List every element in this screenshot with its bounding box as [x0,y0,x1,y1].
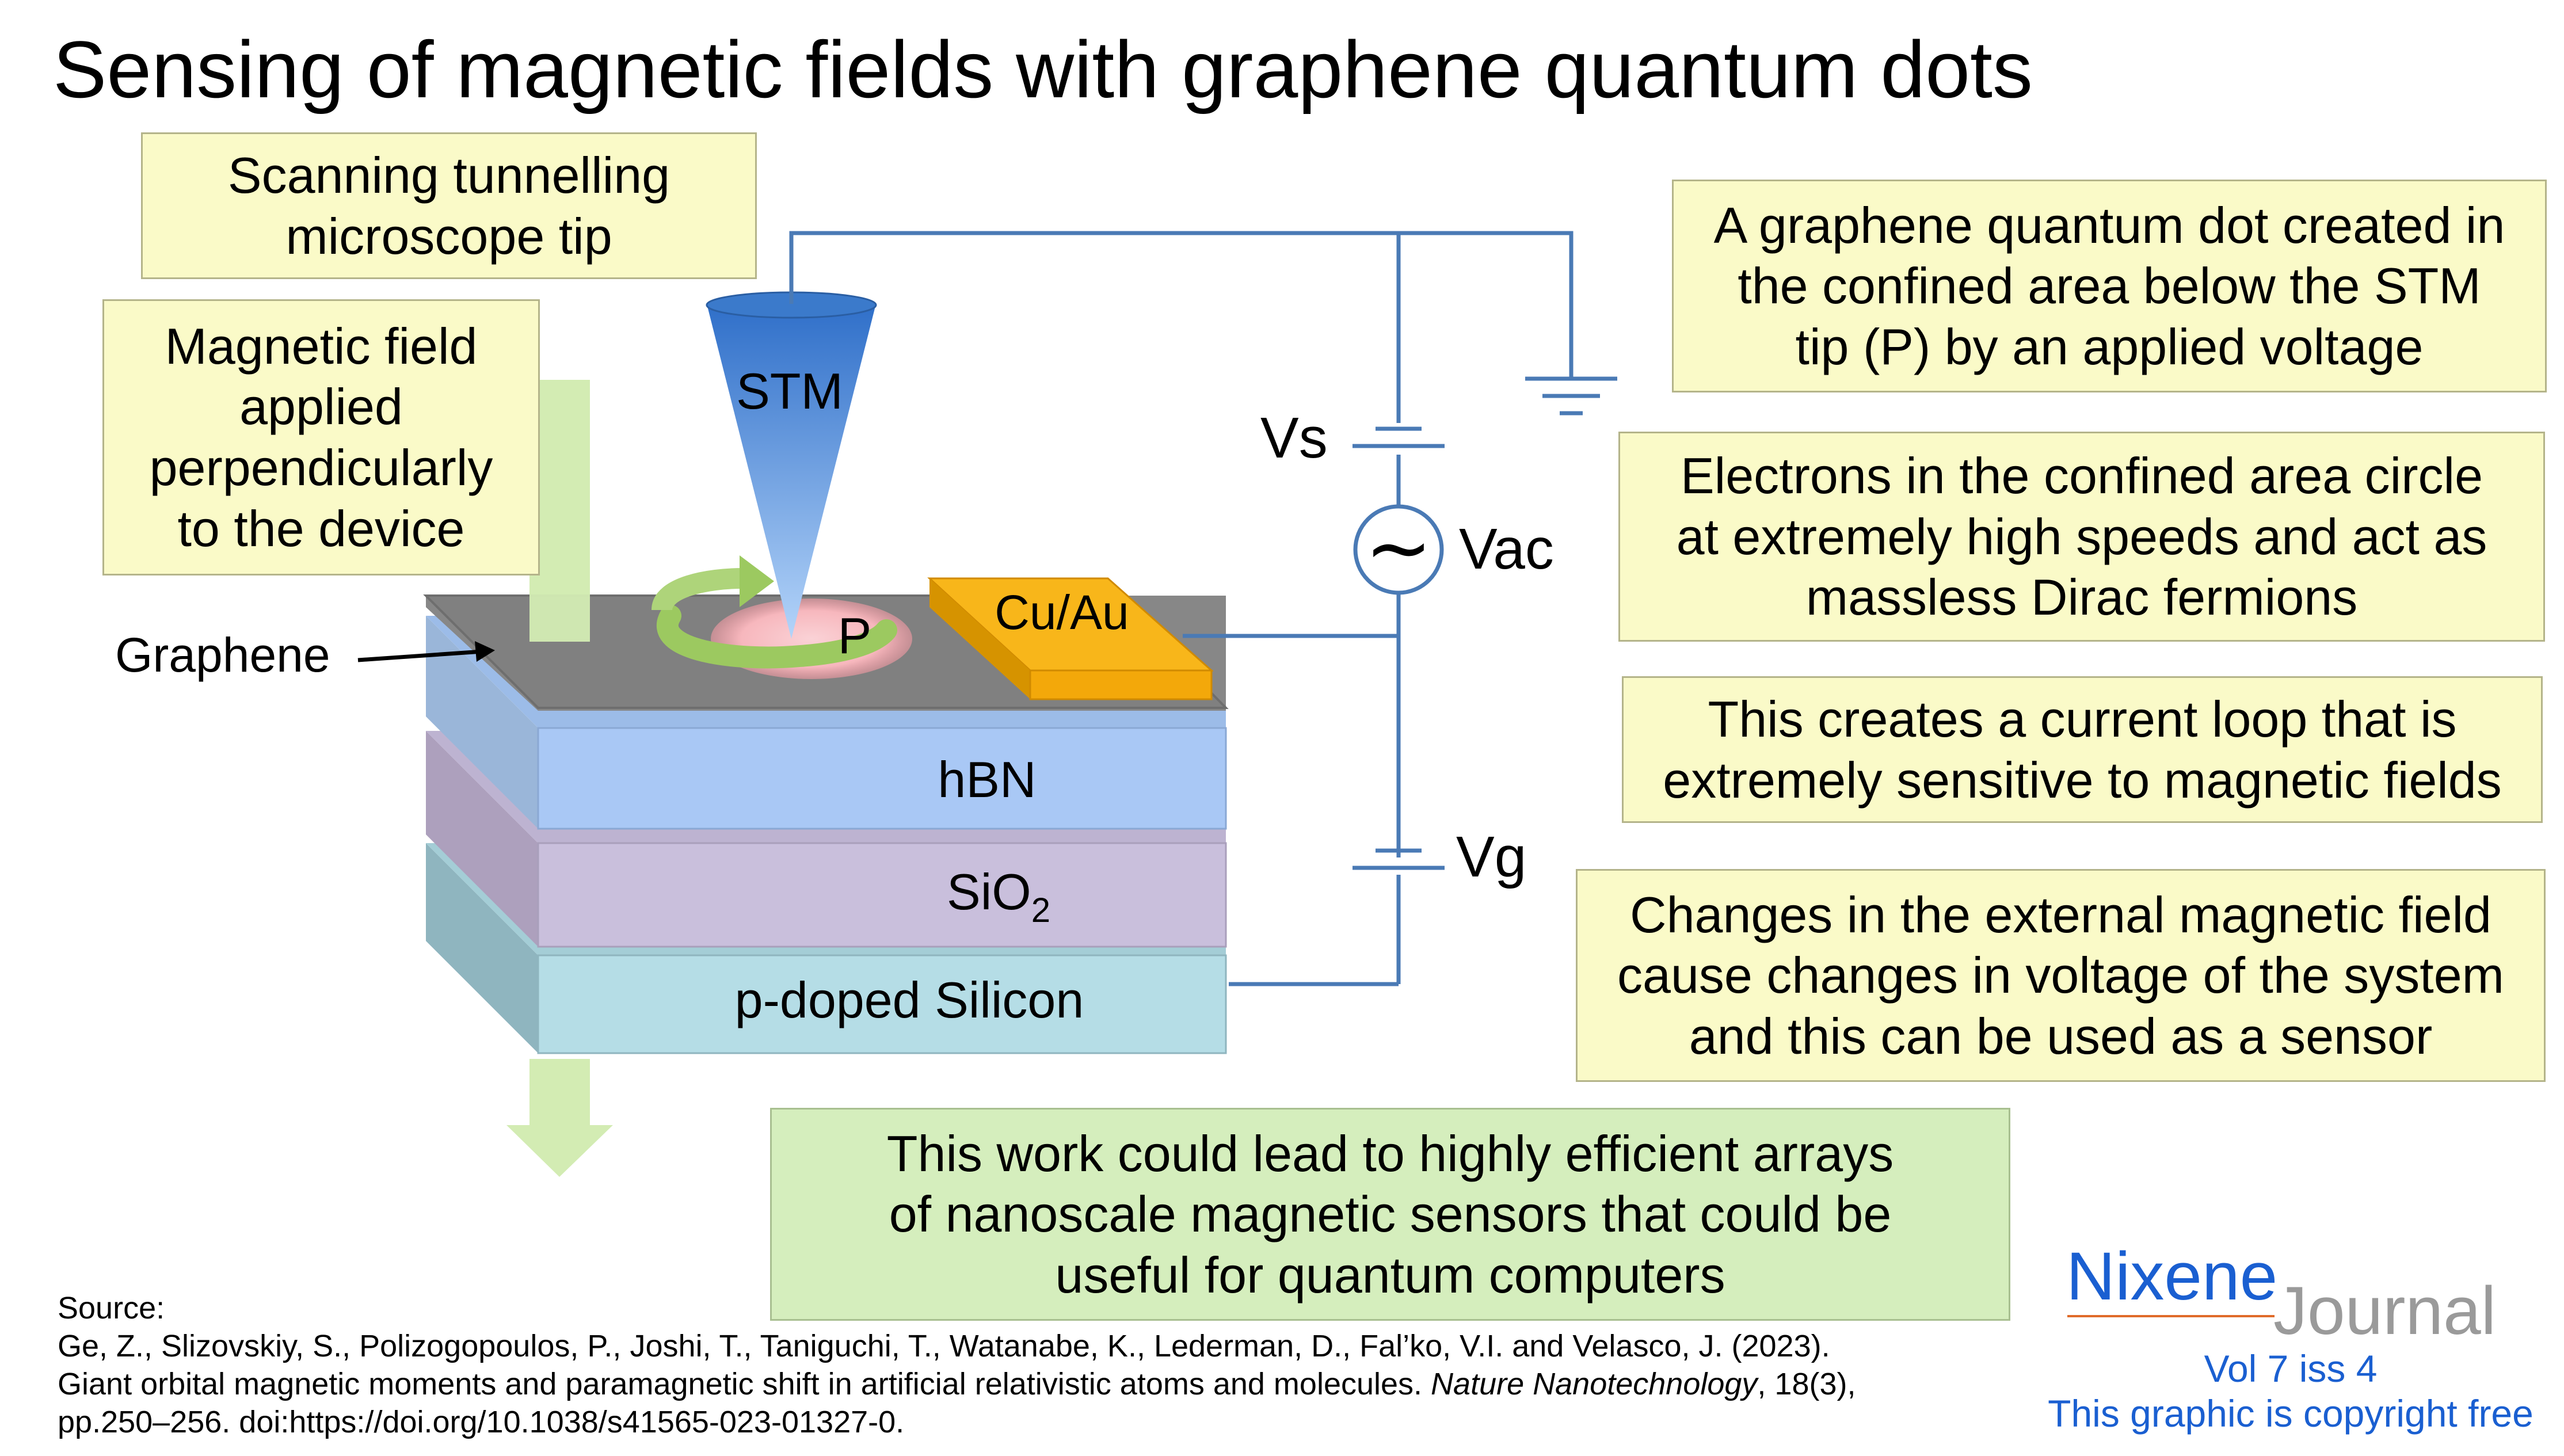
callout-line: massless Dirac fermions [1805,569,2358,626]
current-loop-arrow [652,555,897,669]
conclusion-callout: This work could lead to highly efficient… [770,1108,2010,1321]
callout-line: the confined area below the STM [1738,257,2481,315]
callout-line: applied [239,378,403,436]
stm-tip [706,291,877,639]
callout-line: microscope tip [285,207,612,265]
logo-name-nixene: Nixene [2066,1238,2278,1314]
page-title: Sensing of magnetic fields with graphene… [53,24,2033,115]
magnetic-field-arrow-shaft [529,575,590,642]
callout-line: This work could lead to highly efficient… [886,1125,1894,1182]
callout-line: cause changes in voltage of the system [1617,947,2504,1004]
nixene-journal-logo: Nixene Journal Vol 7 iss 4 This graphic … [2048,1237,2550,1439]
cu-au-contact [927,577,1214,700]
vg-source-icon [1353,848,1445,870]
vg-label: Vg [1456,825,1526,889]
vs-source-icon [1353,426,1445,448]
vs-label: Vs [1260,406,1328,470]
callout-line: and this can be used as a sensor [1689,1007,2433,1065]
source-line-1: Ge, Z., Slizovskiy, S., Polizogopoulos, … [58,1329,1830,1363]
ground-icon [1525,376,1617,416]
callout-line: tip (P) by an applied voltage [1795,318,2424,375]
source-line-2: Giant orbital magnetic moments and param… [58,1367,1856,1401]
callout-line: Magnetic field [165,317,478,375]
callout-line: Changes in the external magnetic field [1630,886,2491,943]
callout-line: to the device [177,500,465,557]
graphene-label: Graphene [115,628,330,682]
callout-line: perpendicularly [149,439,493,496]
logo-name-journal: Journal [2273,1273,2497,1349]
logo-underline [2067,1315,2275,1317]
magnetic-field-arrow-bottom [506,1059,613,1177]
callout-line: useful for quantum computers [1055,1246,1725,1303]
hbn-label: hBN [938,751,1036,808]
callout-line: extremely sensitive to magnetic fields [1663,751,2502,809]
graphene-pointer-arrow [357,641,495,662]
callout-line: Scanning tunnelling [227,146,670,204]
silicon-label: p-doped Silicon [735,971,1084,1028]
callout-line: Electrons in the confined area circle [1680,447,2483,505]
callout-line: of nanoscale magnetic sensors that could… [889,1186,1892,1243]
callout-line: A graphene quantum dot created in [1713,196,2505,254]
ac-symbol: ~ [1365,501,1432,595]
cu-au-label: Cu/Au [995,585,1129,639]
logo-volume: Vol 7 iss 4 [2204,1347,2378,1390]
sio2-label: SiO2 [947,863,1050,929]
source-line-3: pp.250–256. doi:https://doi.org/10.1038/… [58,1405,905,1439]
vac-label: Vac [1459,517,1554,581]
circuit-wiring [789,231,1574,986]
callout-line: at extremely high speeds and act as [1676,508,2487,565]
p-label: P [838,607,872,664]
callout-line: This creates a current loop that is [1708,690,2457,748]
logo-copyright: This graphic is copyright free [2048,1392,2533,1435]
stm-label: STM [736,363,843,420]
source-citation: Source: Ge, Z., Slizovskiy, S., Polizogo… [58,1289,1856,1441]
vac-source-icon: ~ [1353,501,1444,595]
journal-name: Nature Nanotechnology [1431,1367,1758,1401]
source-label: Source: [58,1291,165,1325]
